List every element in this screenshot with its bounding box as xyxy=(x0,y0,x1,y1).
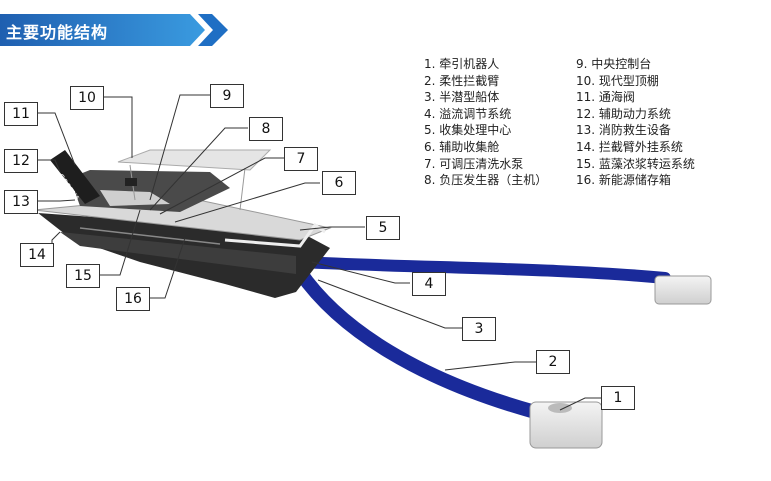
callout-15: 15 xyxy=(66,264,100,288)
callout-12: 12 xyxy=(4,149,38,173)
legend-item: 7. 可调压清洗水泵 xyxy=(424,156,524,171)
callout-10: 10 xyxy=(70,86,104,110)
leader-lines xyxy=(38,94,601,411)
legend-item: 14. 拦截臂外挂系统 xyxy=(576,139,683,154)
callout-8: 8 xyxy=(249,117,283,141)
legend-item: 6. 辅助收集舱 xyxy=(424,139,500,154)
callout-2: 2 xyxy=(536,350,570,374)
traction-robot xyxy=(529,401,603,449)
callout-4: 4 xyxy=(412,272,446,296)
page-title: 主要功能结构 xyxy=(6,23,109,42)
callout-14: 14 xyxy=(20,243,54,267)
legend-item: 1. 牵引机器人 xyxy=(424,57,500,71)
callout-5: 5 xyxy=(366,216,400,240)
legend-item: 13. 消防救生设备 xyxy=(576,123,671,138)
callout-1: 1 xyxy=(601,386,635,410)
callout-6: 6 xyxy=(322,171,356,195)
flexible-arm-upper xyxy=(294,256,671,284)
callout-16: 16 xyxy=(116,287,150,311)
callout-9: 9 xyxy=(210,84,244,108)
legend-item: 3. 半潜型船体 xyxy=(424,90,500,105)
legend-item: 4. 溢流调节系统 xyxy=(424,106,512,121)
legend-item: 9. 中央控制台 xyxy=(576,57,652,71)
legend-left: 1. 牵引机器人 2. 柔性拦截臂 3. 半潜型船体 4. 溢流调节系统 5. … xyxy=(424,56,547,189)
legend-item: 2. 柔性拦截臂 xyxy=(424,73,500,88)
frame-arm xyxy=(50,150,100,204)
section-header: 主要功能结构 xyxy=(0,14,230,46)
callout-13: 13 xyxy=(4,190,38,214)
flexible-arm-lower xyxy=(293,265,542,419)
legend-item: 8. 负压发生器（主机） xyxy=(424,173,548,188)
legend-item: 12. 辅助动力系统 xyxy=(576,106,671,121)
legend-item: 10. 现代型顶棚 xyxy=(576,73,659,88)
header-banner-shape xyxy=(0,14,228,46)
canopy-roof xyxy=(117,149,272,171)
hull-band xyxy=(60,232,296,274)
legend-right: 9. 中央控制台 10. 现代型顶棚 11. 通海阀 12. 辅助动力系统 13… xyxy=(576,56,695,189)
callout-7: 7 xyxy=(284,147,318,171)
legend-item: 16. 新能源储存箱 xyxy=(576,173,671,188)
callout-3: 3 xyxy=(462,317,496,341)
float-upper xyxy=(654,275,712,305)
legend-item: 15. 蓝藻浓浆转运系统 xyxy=(576,156,695,171)
callout-11: 11 xyxy=(4,102,38,126)
legend-item: 11. 通海阀 xyxy=(576,90,635,105)
legend-item: 5. 收集处理中心 xyxy=(424,123,512,138)
